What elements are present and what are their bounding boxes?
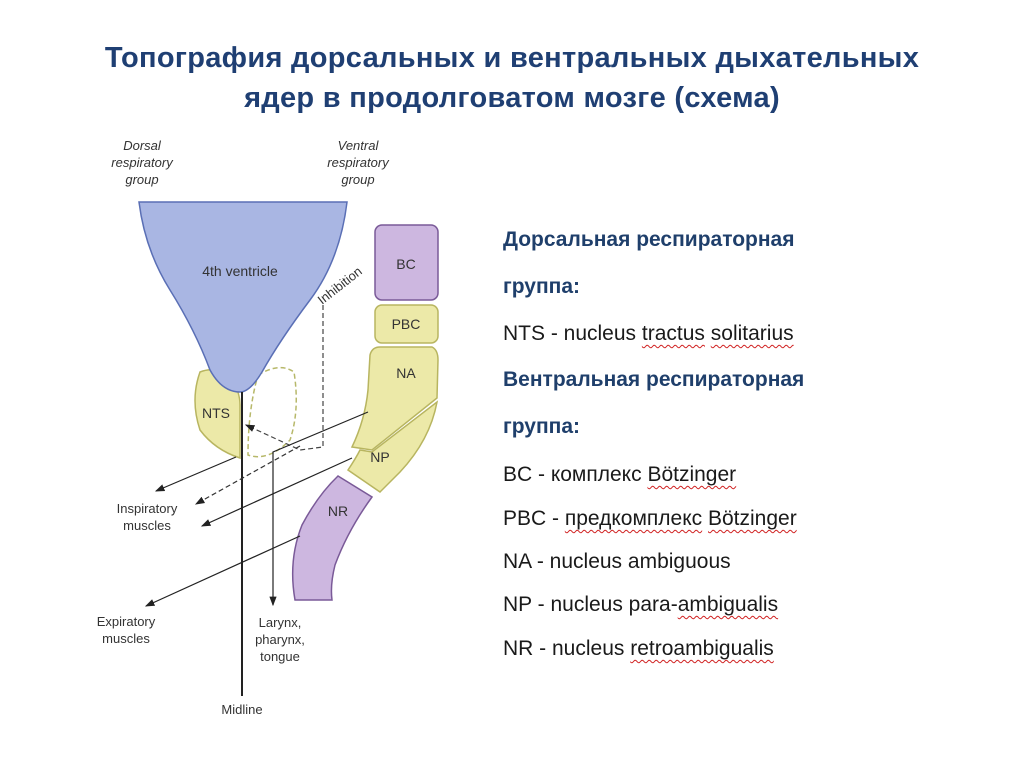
svg-text:Expiratory: Expiratory	[97, 614, 156, 629]
na-to-larynx-arrow	[269, 411, 369, 607]
np-to-inspiratory-arrow	[200, 457, 353, 527]
dashed-inspiratory-arrow	[194, 445, 301, 505]
ventral-heading-1: Вентральная респираторная	[503, 368, 805, 391]
inhibition-dashed-line	[244, 305, 324, 451]
svg-text:group: group	[341, 172, 374, 187]
legend-item-pbc: PBC - предкомплекс Bötzinger	[503, 507, 797, 530]
svg-text:muscles: muscles	[102, 631, 150, 646]
ventricle-label: 4th ventricle	[202, 263, 278, 279]
svg-text:Larynx,: Larynx,	[259, 615, 302, 630]
dorsal-heading-2: группа:	[503, 275, 581, 298]
svg-text:Dorsal: Dorsal	[123, 138, 162, 153]
dashed-region-outline	[247, 366, 297, 458]
svg-text:tongue: tongue	[260, 649, 300, 664]
pbc-nucleus	[374, 304, 439, 344]
svg-text:group: group	[125, 172, 158, 187]
pbc-label: PBC	[392, 316, 421, 332]
slide-title: Топография дорсальных и вентральных дыха…	[0, 38, 1024, 118]
dorsal-group-label: Dorsal respiratory group	[111, 138, 174, 187]
expiratory-muscles-label: Expiratory muscles	[97, 614, 156, 646]
nts-label: NTS	[202, 405, 230, 421]
svg-text:Inspiratory: Inspiratory	[117, 501, 178, 516]
svg-text:respiratory: respiratory	[327, 155, 390, 170]
ventral-group-label: Ventral respiratory group	[327, 138, 390, 187]
nr-to-expiratory-arrow	[144, 535, 301, 607]
np-label: NP	[370, 449, 389, 465]
legend-item-bc: BC - комплекс Bötzinger	[503, 463, 737, 486]
svg-text:pharynx,: pharynx,	[255, 632, 305, 647]
legend-item-nts: NTS - nucleus tractus solitarius	[503, 322, 794, 345]
nr-nucleus	[291, 475, 374, 601]
bc-label: BC	[396, 256, 415, 272]
ventral-heading-2: группа:	[503, 415, 581, 438]
na-nucleus	[350, 346, 439, 451]
svg-text:Ventral: Ventral	[338, 138, 380, 153]
larynx-label: Larynx, pharynx, tongue	[255, 615, 305, 664]
na-label: NA	[396, 365, 416, 381]
bc-nucleus	[374, 224, 439, 301]
nr-label: NR	[328, 503, 348, 519]
svg-text:respiratory: respiratory	[111, 155, 174, 170]
fourth-ventricle	[138, 201, 348, 393]
svg-text:muscles: muscles	[123, 518, 171, 533]
legend-item-na: NA - nucleus ambiguous	[503, 550, 731, 573]
title-line-1: Топография дорсальных и вентральных дыха…	[104, 42, 920, 74]
nts-to-inspiratory-arrow	[154, 456, 237, 492]
inspiratory-muscles-label: Inspiratory muscles	[117, 501, 178, 533]
dorsal-heading-1: Дорсальная респираторная	[503, 228, 795, 251]
title-line-2: ядер в продолговатом мозге (схема)	[244, 82, 780, 114]
legend-item-np: NP - nucleus para-ambigualis	[503, 593, 779, 616]
np-nucleus	[346, 400, 439, 493]
legend-item-nr: NR - nucleus retroambigualis	[503, 637, 774, 660]
midline-label: Midline	[221, 702, 262, 717]
